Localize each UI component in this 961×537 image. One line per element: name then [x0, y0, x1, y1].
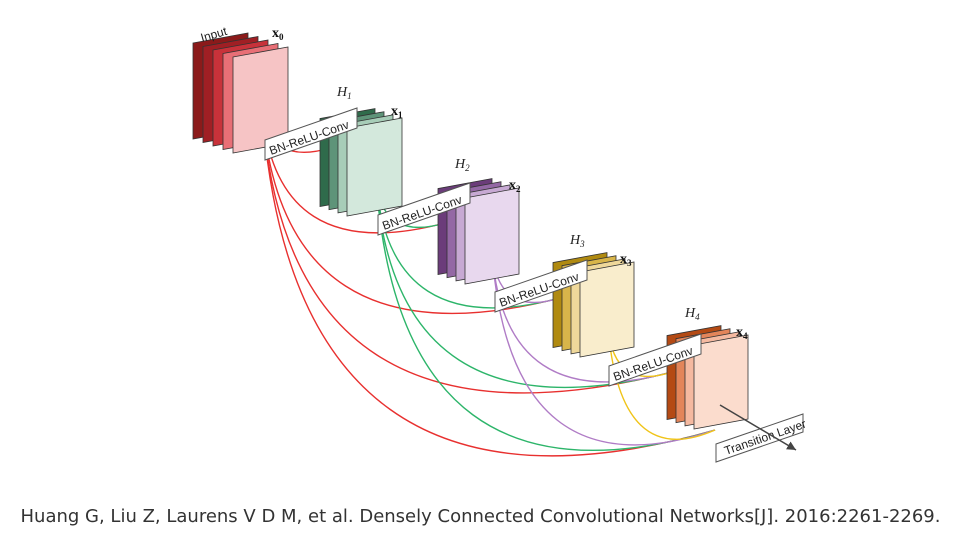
layer-box-h2 [377, 182, 471, 236]
connection-x0-to-transition [261, 105, 716, 457]
label-x2: x2 [509, 178, 521, 194]
feature-map-x1-3 [346, 117, 403, 217]
citation: Huang G, Liu Z, Laurens V D M, et al. De… [20, 506, 941, 527]
layer-label-h4: H4 [684, 306, 700, 322]
feature-map-x2-3 [464, 187, 520, 285]
layer-label-h1: H1 [336, 85, 352, 101]
connection-x3-to-transition [607, 326, 716, 440]
layer-box-h4 [608, 333, 702, 387]
connection-x1-to-transition [375, 179, 716, 451]
feature-stack-x0: x0 [192, 26, 289, 154]
connection-x0-to-x4 [261, 105, 673, 394]
label-x0: x0 [272, 26, 284, 42]
connection-x2-to-transition [491, 251, 716, 446]
feature-map-x3-3 [579, 261, 635, 358]
layer-label-h3: H3 [569, 233, 585, 249]
feature-map-x4-3 [693, 334, 749, 430]
layer-box-h3 [494, 259, 588, 313]
layer-box-h1 [264, 107, 358, 161]
feature-stack-x4: x4 [666, 325, 749, 430]
transition-arrow [719, 404, 797, 451]
label-x4: x4 [736, 325, 748, 341]
layer-label-h2: H2 [454, 157, 470, 173]
label-x3: x3 [620, 252, 632, 268]
feature-map-stacks: x0 x1 x2 x3 x4 [192, 26, 749, 430]
feature-stack-x1: x1 [319, 104, 403, 217]
connection-x1-to-x4 [375, 179, 673, 389]
label-x1: x1 [391, 104, 403, 120]
connection-x0-to-x3 [261, 105, 561, 315]
